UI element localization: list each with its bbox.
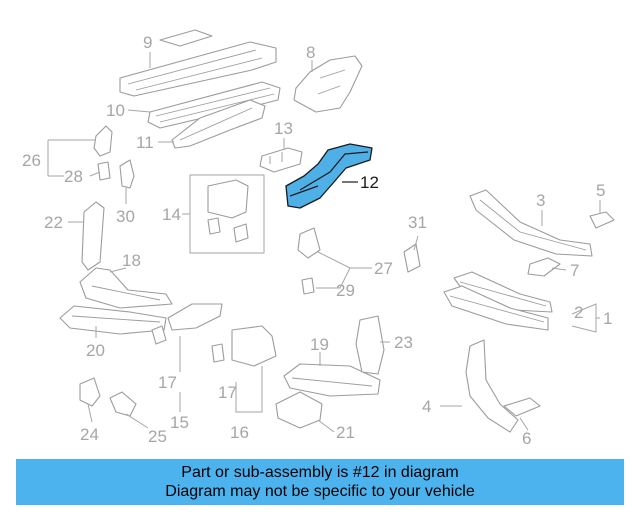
part-22-pillar [81, 201, 105, 271]
part-25-clip [109, 391, 137, 417]
callout-14: 14 [162, 205, 181, 224]
callout-5: 5 [596, 181, 605, 200]
callout-1: 1 [603, 309, 612, 328]
callout-20: 20 [86, 341, 105, 360]
part-12-duct-highlighted [285, 143, 373, 209]
callout-24: 24 [80, 425, 99, 444]
part-9-duct [119, 29, 277, 97]
part-28-clip [97, 161, 111, 181]
part-11-duct [171, 99, 266, 149]
callout-13: 13 [274, 119, 293, 138]
banner-line-2: Diagram may not be specific to your vehi… [165, 483, 475, 500]
banner-line-1: Part or sub-assembly is #12 in diagram [181, 464, 459, 481]
callout-11: 11 [136, 133, 154, 152]
part-24-bracket [79, 377, 101, 407]
callout-18: 18 [122, 251, 141, 270]
callout-6: 6 [522, 429, 531, 448]
callout-22: 22 [44, 213, 63, 232]
part-30-bracket [119, 159, 135, 189]
callout-4: 4 [422, 397, 431, 416]
part-27-bracket [297, 227, 321, 259]
callout-17-right: 17 [218, 383, 237, 402]
callout-25: 25 [148, 427, 167, 446]
part-3-duct [469, 189, 593, 257]
part-18-duct [79, 267, 173, 309]
callout-3: 3 [536, 191, 545, 210]
callout-16: 16 [230, 423, 249, 442]
part-20-duct [59, 305, 167, 335]
part-31-bracket [403, 243, 421, 273]
parts-diagram: 9 8 10 11 13 12 26 28 30 22 14 18 20 17 … [22, 29, 615, 448]
part-7-clip [527, 257, 561, 277]
info-banner: Part or sub-assembly is #12 in diagram D… [16, 459, 624, 505]
callout-10: 10 [106, 101, 125, 120]
callout-12: 12 [360, 173, 379, 192]
part-2-duct [443, 271, 553, 331]
callout-31: 31 [408, 213, 427, 232]
callout-7: 7 [570, 261, 579, 280]
callout-27: 27 [374, 259, 393, 278]
part-5-clip [589, 211, 615, 229]
callout-2: 2 [574, 303, 583, 322]
part-15-assembly [151, 303, 223, 345]
callout-17-left: 17 [158, 373, 177, 392]
callout-8: 8 [306, 43, 315, 62]
callout-23: 23 [394, 333, 413, 352]
part-13-vent [259, 147, 303, 173]
callout-15: 15 [170, 413, 189, 432]
callout-29: 29 [336, 281, 355, 300]
callout-26: 26 [22, 151, 41, 170]
part-19-duct [283, 363, 381, 397]
part-23-pillar [355, 315, 385, 375]
part-8-bracket [293, 55, 363, 113]
part-29-clip [301, 277, 315, 295]
callout-labels: 9 8 10 11 13 12 26 28 30 22 14 18 20 17 … [22, 33, 612, 448]
callout-28: 28 [64, 167, 83, 186]
part-16-assembly [211, 325, 277, 367]
callout-30: 30 [116, 207, 135, 226]
callout-19: 19 [310, 335, 329, 354]
leader-lines [47, 52, 601, 433]
callout-9: 9 [143, 33, 152, 52]
part-26-bracket [93, 125, 113, 157]
part-4-duct [465, 339, 519, 433]
part-14-assembly-box [189, 174, 265, 254]
part-10-duct [147, 81, 281, 129]
part-6-clip [503, 397, 541, 417]
part-21-duct [275, 391, 323, 429]
callout-21: 21 [336, 423, 355, 442]
